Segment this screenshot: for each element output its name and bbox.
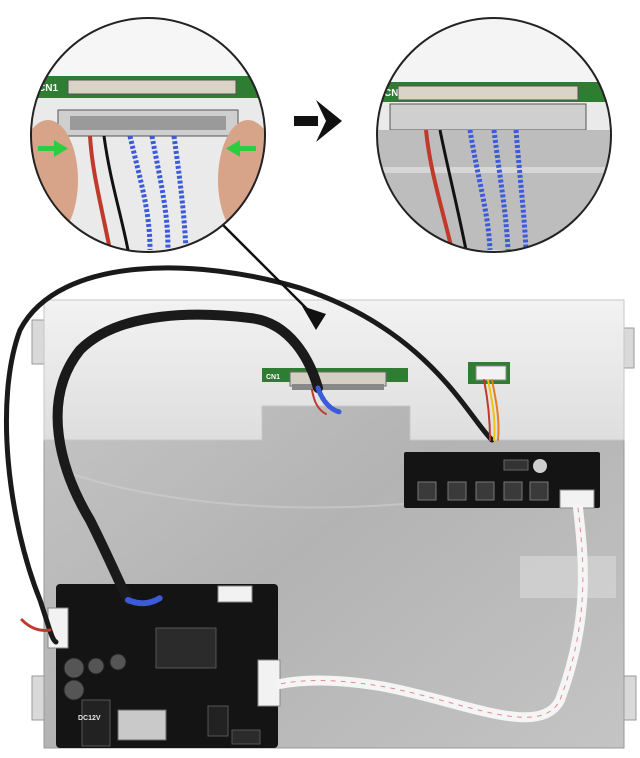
keypad-button xyxy=(475,481,495,501)
pointer-arrow xyxy=(219,221,326,330)
black-cable-sleeve xyxy=(52,309,323,605)
lvds-cable xyxy=(125,595,163,607)
black-cable xyxy=(3,265,495,645)
keypad-button xyxy=(447,481,467,501)
dc-jack xyxy=(81,699,111,747)
main-chip xyxy=(155,627,217,669)
capacitor xyxy=(63,657,85,679)
right-arrow xyxy=(294,100,342,142)
controller-board: DC12V xyxy=(47,584,281,748)
callout-before: CN1 xyxy=(30,17,266,253)
backlight-connector xyxy=(475,365,507,381)
board-label: DC12V xyxy=(78,715,101,722)
hdmi-port xyxy=(117,709,167,741)
panel-lvds-connector xyxy=(289,371,387,387)
backlight-wires xyxy=(487,379,496,441)
callout-after: CN1 xyxy=(376,17,612,253)
panel-connector-label: CN1 xyxy=(266,374,280,381)
capacitor xyxy=(87,657,105,675)
audio-jack xyxy=(207,705,229,737)
callout-left-label: CN1 xyxy=(38,83,58,94)
header-connector xyxy=(217,585,253,603)
green-arrow-right xyxy=(226,140,256,157)
keypad-button xyxy=(529,481,549,501)
keypad-buttons xyxy=(417,481,549,501)
capacitor xyxy=(63,679,85,701)
keypad-button xyxy=(417,481,437,501)
keypad-board xyxy=(404,452,600,509)
ir-receiver xyxy=(533,459,547,473)
cables xyxy=(3,265,588,723)
capacitor xyxy=(109,653,127,671)
keypad-button xyxy=(503,481,523,501)
green-arrow-left xyxy=(38,140,68,157)
tape-patch xyxy=(520,556,616,598)
callout-right-label: CN1 xyxy=(384,88,404,99)
lcd-panel: CN1 xyxy=(31,299,637,749)
